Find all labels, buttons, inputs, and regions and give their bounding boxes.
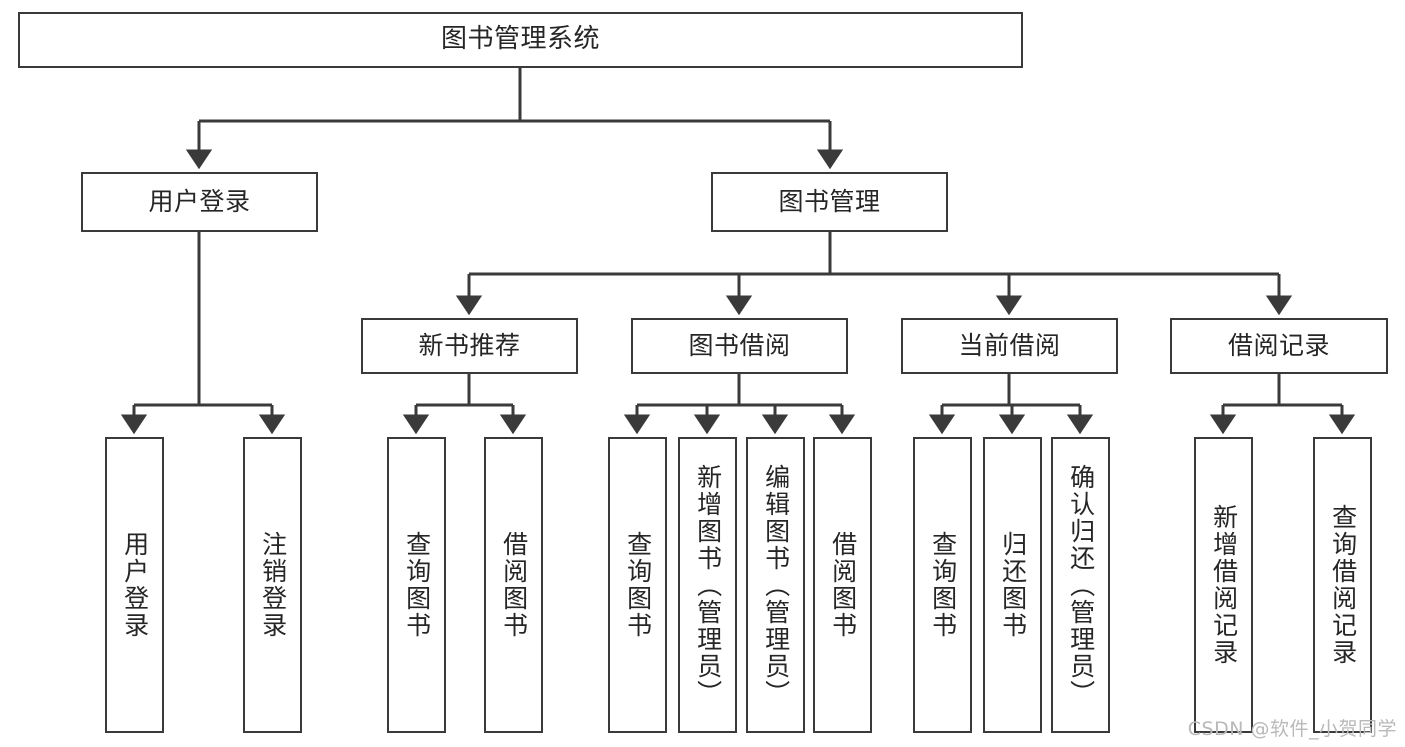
node-label: 新书推荐 [418, 331, 521, 360]
leaf-user-login[interactable]: 用户登录 [105, 437, 164, 733]
leaf-borrow-book[interactable]: 借阅图书 [813, 437, 872, 733]
node-label: 用户登录 [148, 187, 251, 216]
node-borrow-record[interactable]: 借阅记录 [1170, 318, 1388, 374]
leaf-add-book-admin[interactable]: 新增图书（管理员） [678, 437, 737, 733]
leaf-query-borrow-record[interactable]: 查询借阅记录 [1313, 437, 1372, 733]
node-root-system[interactable]: 图书管理系统 [18, 12, 1023, 68]
node-label: 查询借阅记录 [1328, 504, 1358, 666]
leaf-query-book-borrow[interactable]: 查询图书 [608, 437, 667, 733]
node-current-borrow[interactable]: 当前借阅 [901, 318, 1118, 374]
leaf-confirm-return-admin[interactable]: 确认归还（管理员） [1051, 437, 1110, 733]
leaf-logout[interactable]: 注销登录 [243, 437, 302, 733]
node-book-management[interactable]: 图书管理 [711, 172, 948, 232]
leaf-add-borrow-record[interactable]: 新增借阅记录 [1194, 437, 1253, 733]
node-label: 用户登录 [120, 531, 150, 639]
node-label: 查询图书 [623, 531, 653, 639]
leaf-borrow-book-recommend[interactable]: 借阅图书 [484, 437, 543, 733]
node-label: 借阅图书 [828, 531, 858, 639]
node-label: 图书管理系统 [440, 24, 600, 55]
leaf-edit-book-admin[interactable]: 编辑图书（管理员） [746, 437, 805, 733]
node-label: 图书管理 [778, 187, 881, 216]
node-label: 注销登录 [258, 531, 288, 639]
node-label: 借阅图书 [499, 531, 529, 639]
node-new-book-recommend[interactable]: 新书推荐 [361, 318, 578, 374]
node-label: 归还图书 [998, 531, 1028, 639]
node-label: 编辑图书（管理员） [761, 463, 791, 707]
leaf-query-book-current[interactable]: 查询图书 [913, 437, 972, 733]
node-label: 新增图书（管理员） [693, 463, 723, 707]
node-label: 查询图书 [928, 531, 958, 639]
leaf-query-book-recommend[interactable]: 查询图书 [387, 437, 446, 733]
node-label: 查询图书 [402, 531, 432, 639]
node-label: 当前借阅 [958, 331, 1061, 360]
node-user-login[interactable]: 用户登录 [81, 172, 318, 232]
node-label: 确认归还（管理员） [1066, 463, 1096, 707]
node-label: 图书借阅 [688, 331, 791, 360]
leaf-return-book[interactable]: 归还图书 [983, 437, 1042, 733]
node-label: 借阅记录 [1227, 331, 1330, 360]
node-label: 新增借阅记录 [1209, 504, 1239, 666]
node-book-borrow[interactable]: 图书借阅 [631, 318, 848, 374]
watermark: CSDN @软件_小贺同学 [1187, 718, 1397, 740]
